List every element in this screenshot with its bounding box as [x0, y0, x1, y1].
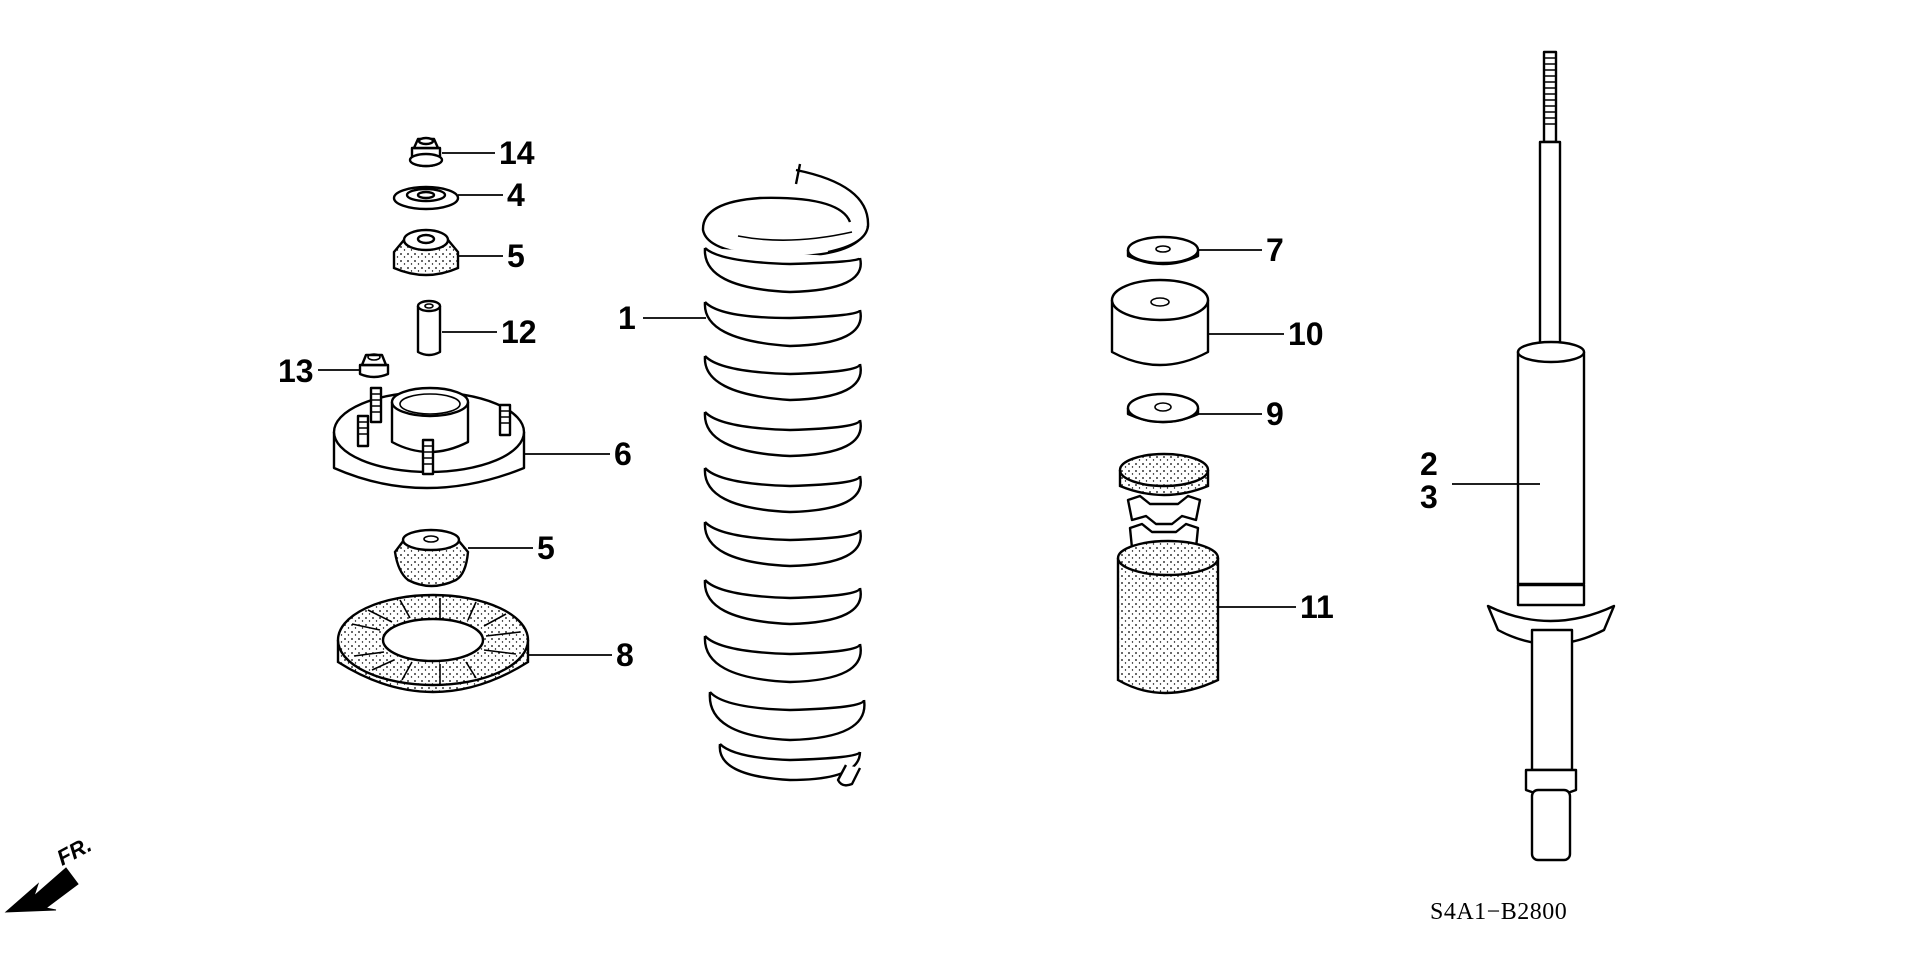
callout-3: 3	[1420, 479, 1438, 515]
rubber-bushing-part-5-upper[interactable]	[392, 228, 460, 277]
washer-part-4[interactable]	[392, 185, 460, 211]
callout-4: 4	[507, 177, 525, 213]
stop-rubber-part-10[interactable]	[1110, 278, 1210, 367]
callout-13: 13	[278, 353, 314, 389]
flange-nut-part-13[interactable]	[358, 353, 390, 379]
callout-5-upper: 5	[507, 238, 525, 274]
dust-cover-part-11[interactable]	[1116, 452, 1220, 695]
rubber-bushing-part-5-lower[interactable]	[393, 528, 470, 588]
callout-6: 6	[614, 436, 632, 472]
leader-lines	[318, 152, 1540, 656]
washer-part-7[interactable]	[1126, 235, 1200, 266]
callout-labels: 14 4 5 12 13 6 5 8 1 7 10 9 11 2 3	[278, 135, 1438, 673]
washer-part-9[interactable]	[1126, 392, 1200, 424]
callout-5-lower: 5	[537, 530, 555, 566]
callout-10: 10	[1288, 316, 1324, 352]
shock-mount-base-part-6[interactable]	[332, 386, 526, 490]
callout-12: 12	[501, 314, 537, 350]
callout-2: 2	[1420, 446, 1438, 482]
callout-9: 9	[1266, 396, 1284, 432]
callout-1: 1	[618, 300, 636, 336]
collar-part-12[interactable]	[416, 299, 442, 357]
shock-absorber-part-2-3[interactable]	[1486, 50, 1616, 862]
flange-nut-part-14[interactable]	[408, 136, 444, 168]
front-direction-label: FR.	[53, 832, 96, 871]
coil-spring-part-1[interactable]	[701, 163, 870, 787]
callout-14: 14	[499, 135, 535, 171]
callout-8: 8	[616, 637, 634, 673]
drawing-code: S4A1−B2800	[1430, 899, 1567, 925]
callout-7: 7	[1266, 232, 1284, 268]
callout-11: 11	[1300, 589, 1334, 625]
spring-seat-rubber-part-8[interactable]	[336, 593, 530, 694]
front-direction-arrow-icon: FR.	[4, 832, 96, 913]
